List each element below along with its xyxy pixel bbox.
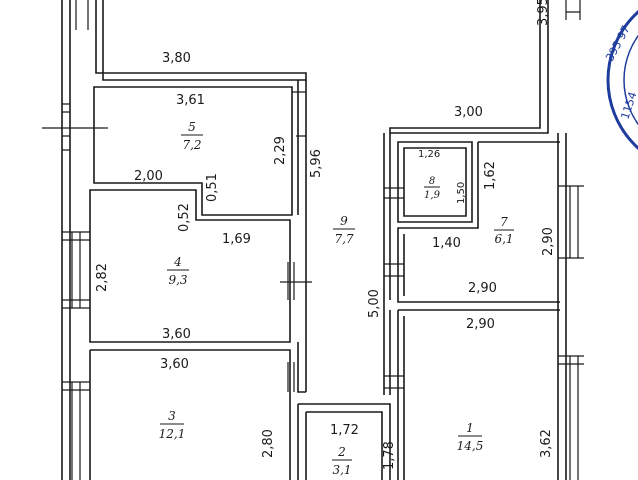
room-9-label: 9 7,7 [333, 214, 355, 246]
window-room-7 [558, 185, 584, 259]
door-room-3 [287, 362, 295, 392]
dim-room3-width: 3,60 [160, 357, 189, 372]
dim-room8-width: 1,26 [418, 149, 440, 160]
dim-room4-notch: 0,52 [177, 203, 192, 232]
room-8-walls [397, 141, 473, 223]
stamp-line-1: 395 97 [603, 23, 633, 63]
dimension-labels: 3,80 3,00 3,95 3,61 2,29 2,00 0,51 5,96 … [95, 0, 556, 470]
dim-room7-height: 2,90 [541, 227, 556, 256]
walls [61, 0, 567, 480]
room-1-label: 1 14,5 [457, 421, 484, 453]
room-7-label: 7 6,1 [494, 215, 514, 246]
windows [42, 0, 584, 480]
dim-room4-width: 3,60 [162, 327, 191, 342]
door-room-4 [280, 262, 312, 300]
room-9-area: 7,7 [334, 232, 353, 246]
room-2-number: 2 [337, 445, 346, 459]
room-7-walls [397, 141, 560, 303]
dim-outer-top-left: 3,80 [162, 51, 191, 66]
dim-room8-height: 1,50 [456, 182, 467, 204]
dim-room5-notch: 0,51 [205, 173, 220, 202]
dim-room5-width: 3,61 [176, 93, 205, 108]
door-room-7 [384, 263, 404, 277]
dim-outer-right-edge: 3,95 [536, 0, 551, 26]
dim-room1-height: 3,62 [539, 429, 554, 458]
room-3-walls [89, 349, 291, 480]
window-room-5 [42, 103, 108, 151]
dim-room5-height: 2,29 [273, 136, 288, 165]
room-5-label: 5 7,2 [181, 120, 203, 152]
dim-room7-inner: 1,40 [432, 236, 461, 251]
dim-room4-inner: 1,69 [222, 232, 251, 247]
room-5-number: 5 [188, 120, 196, 134]
room-9-number: 9 [340, 214, 348, 228]
outer-wall-top-left [95, 0, 307, 81]
room-labels: 5 7,2 4 9,3 3 12,1 2 3,1 9 7,7 8 1,9 [159, 120, 514, 477]
room-3-right-wall [297, 342, 306, 393]
official-stamp: 395 97 1154 [603, 10, 638, 150]
outer-wall-right [557, 133, 567, 480]
room-7-number: 7 [500, 215, 508, 229]
doors [280, 91, 404, 392]
dim-room3-height: 2,80 [261, 429, 276, 458]
room-5-area: 7,2 [182, 138, 201, 152]
room-7-area: 6,1 [494, 232, 513, 246]
dim-room7-notch: 1,62 [483, 161, 498, 190]
room-1-area: 14,5 [457, 439, 484, 453]
dim-room2-height: 1,78 [382, 441, 397, 470]
window-top-left [75, 0, 89, 30]
room-5-walls [93, 86, 293, 216]
dim-room2-width: 1,72 [330, 423, 359, 438]
dim-room5-step: 2,00 [134, 169, 163, 184]
room-4-walls [89, 189, 291, 343]
door-room-1 [384, 375, 404, 389]
dim-corridor-length: 5,96 [309, 149, 324, 178]
room-4-label: 4 9,3 [167, 255, 189, 287]
window-top-right [565, 0, 581, 20]
room-2-walls [297, 403, 391, 480]
dim-room1-width: 2,90 [466, 317, 495, 332]
room-8-label: 8 1,9 [424, 176, 441, 201]
dim-room7-width: 2,90 [468, 281, 497, 296]
room-2-label: 2 3,1 [332, 445, 352, 477]
outer-wall-top-right [389, 0, 549, 134]
room-3-label: 3 12,1 [159, 409, 186, 441]
room-1-number: 1 [466, 421, 474, 435]
door-room-8 [384, 187, 404, 199]
dim-outer-top-right: 3,00 [454, 105, 483, 120]
room-3-number: 3 [168, 409, 176, 423]
dim-hall-length: 5,00 [367, 289, 382, 318]
room-1-walls [397, 309, 560, 480]
room-3-area: 12,1 [159, 427, 186, 441]
room-2-area: 3,1 [332, 463, 351, 477]
room-4-number: 4 [173, 255, 182, 269]
corridor-left-wall [297, 80, 307, 392]
room-8-number: 8 [429, 176, 435, 187]
window-room-3 [62, 381, 90, 480]
window-room-4 [62, 231, 90, 309]
stamp-line-2: 1154 [618, 90, 638, 121]
window-room-1 [558, 355, 584, 480]
door-room-5 [292, 91, 306, 137]
dim-room4-height: 2,82 [95, 263, 110, 292]
room-4-area: 9,3 [168, 273, 187, 287]
room-8-area: 1,9 [424, 190, 441, 201]
